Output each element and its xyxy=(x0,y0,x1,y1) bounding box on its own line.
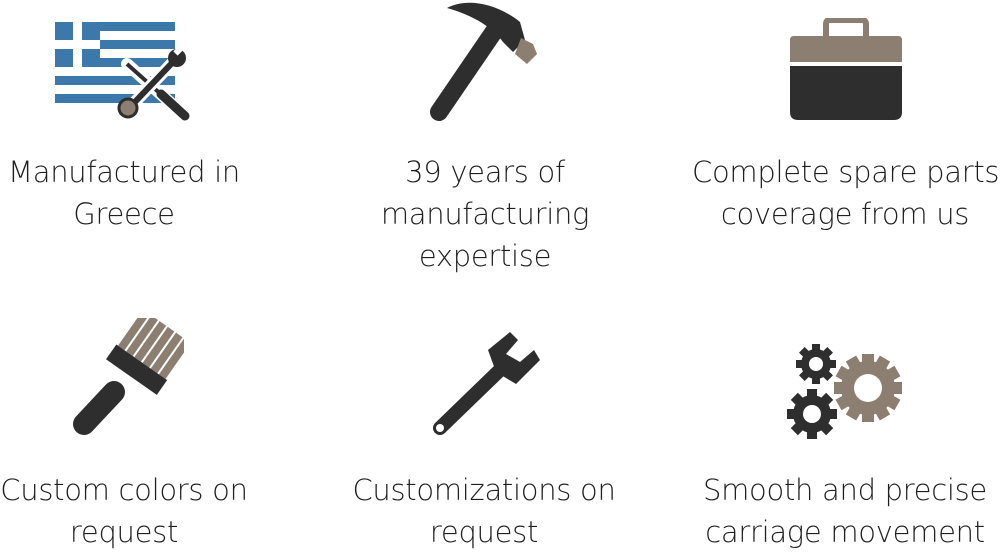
wrench-icon xyxy=(433,332,540,435)
feature-label: 39 years of manufacturing expertise xyxy=(360,151,610,277)
paint-brush-icon xyxy=(73,318,184,435)
feature-label: Custom colors on request xyxy=(0,469,248,553)
feature-label: Customizations on request xyxy=(348,469,620,553)
label-line: coverage from us xyxy=(720,197,970,231)
label-line: carriage movement xyxy=(705,515,985,549)
label-line: Manufactured in xyxy=(8,155,240,189)
label-line: request xyxy=(69,515,179,549)
gears-icon xyxy=(787,344,902,439)
feature-label: Complete spare parts coverage from us xyxy=(692,151,1000,235)
label-line: request xyxy=(429,515,539,549)
label-line: Smooth and precise xyxy=(703,473,987,507)
toolbox-icon xyxy=(790,18,902,120)
label-line: manufacturing xyxy=(380,197,590,231)
label-line: Custom colors on xyxy=(0,473,248,507)
feature-label: Smooth and precise carriage movement xyxy=(690,469,1000,553)
label-line: Greece xyxy=(73,197,175,231)
feature-label: Manufactured in Greece xyxy=(0,151,248,235)
hammer-icon xyxy=(430,2,537,121)
label-line: expertise xyxy=(418,239,552,273)
label-line: Customizations on xyxy=(352,473,616,507)
label-line: Complete spare parts xyxy=(692,155,1000,189)
greece-flag-tools-icon xyxy=(55,22,190,121)
label-line: 39 years of xyxy=(405,155,565,189)
